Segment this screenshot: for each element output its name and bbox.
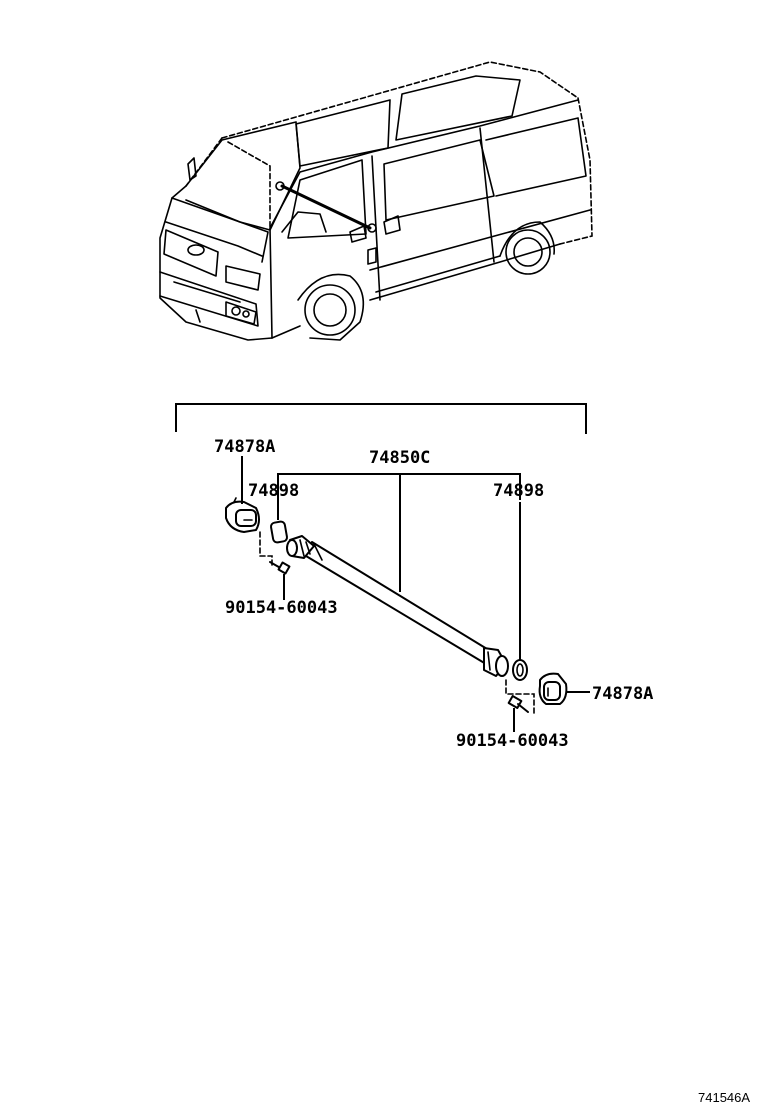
grommet-left-part — [270, 520, 288, 544]
clip-right-part — [538, 672, 590, 705]
clip-left-part — [225, 497, 273, 567]
van-illustration — [159, 61, 593, 341]
diagram-id: 741546A — [698, 1090, 750, 1105]
label-grommet-left: 74898 — [248, 481, 299, 501]
label-clip-top-left: 74878A — [214, 437, 275, 457]
grommet-right-part — [512, 659, 528, 681]
rod-assembly-part — [286, 535, 509, 677]
label-screw-left: 90154-60043 — [225, 598, 338, 618]
label-grommet-right: 74898 — [493, 481, 544, 501]
label-clip-right: 74878A — [592, 684, 653, 704]
label-rod-assembly: 74850C — [369, 448, 430, 468]
label-screw-right: 90154-60043 — [456, 731, 569, 751]
screw-right-part — [505, 679, 535, 732]
screw-left-part — [269, 561, 291, 600]
leader-lines — [241, 456, 521, 660]
group-bracket — [175, 403, 587, 434]
